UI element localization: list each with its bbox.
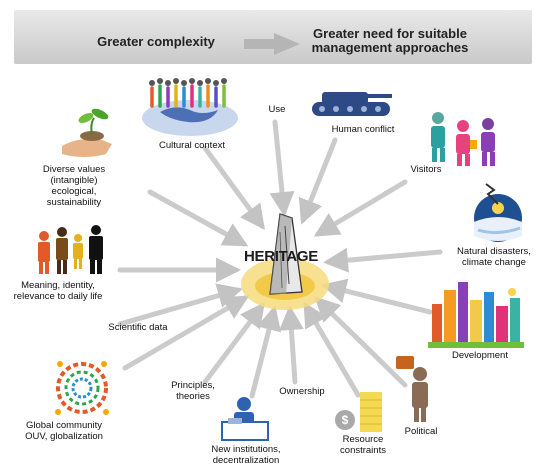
label-human-conflict: Human conflict (331, 124, 395, 135)
label-resource-line-1: Resource (342, 434, 384, 445)
label-global: Global community OUV, globalization (14, 420, 114, 442)
label-values: Diverse values (intangible) ecological, … (28, 164, 120, 208)
arrow-resource (303, 301, 361, 398)
city-skyline-icon (428, 282, 524, 348)
arrow-use (269, 119, 295, 217)
arrow-development (321, 278, 433, 315)
heritage-label: HERITAGE (244, 248, 318, 265)
banner-arrow-icon (244, 33, 300, 55)
label-natural-disasters: Natural disasters, climate change (444, 246, 544, 268)
hand-sprout-icon (62, 108, 112, 157)
tourists-icon (431, 112, 495, 166)
arrow-natural (323, 247, 443, 273)
arrow-scientific (117, 283, 243, 327)
label-resource-line-2: constraints (340, 445, 386, 456)
label-institutions: New institutions, decentralization (196, 444, 296, 466)
dollar-coins-icon: $ (335, 392, 382, 432)
label-meaning: Meaning, identity, relevance to daily li… (4, 280, 112, 302)
banner-left-text: Greater complexity (97, 34, 215, 49)
banner-right-line-1: Greater need for suitable (313, 26, 467, 41)
label-institutions-line-1: New institutions, (211, 444, 281, 455)
desk-worker-icon (221, 397, 269, 441)
label-global-line-2: OUV, globalization (25, 431, 103, 442)
label-natural-line-2: climate change (462, 257, 526, 268)
label-natural-line-1: Natural disasters, (457, 246, 531, 257)
label-visitors: Visitors (410, 164, 442, 175)
label-ownership: Ownership (279, 386, 325, 397)
label-values-line-1: Diverse values (42, 164, 106, 175)
arrow-global (122, 295, 250, 371)
arrow-ownership (278, 305, 304, 385)
label-principles-line-1: Principles, (171, 380, 215, 391)
people-circle-icon (55, 361, 109, 415)
svg-text:$: $ (342, 413, 349, 427)
label-values-line-3: ecological, (51, 186, 97, 197)
label-scientific: Scientific data (108, 322, 168, 333)
arrow-political (314, 296, 408, 388)
label-institutions-line-2: decentralization (212, 455, 280, 466)
arrow-principles (202, 302, 265, 385)
arrow-visitors (313, 179, 408, 237)
label-values-line-2: (intangible) (50, 175, 98, 186)
label-resource: Resource constraints (328, 434, 398, 456)
arrow-cultural (202, 145, 265, 231)
banner-right-line-2: management approaches (311, 40, 469, 55)
label-development: Development (452, 350, 508, 361)
label-cultural-context: Cultural context (158, 140, 225, 151)
globe-people-icon (142, 78, 238, 136)
family-silhouettes-icon (38, 225, 103, 274)
label-use: Use (268, 104, 286, 115)
label-values-line-4: sustainability (46, 197, 102, 208)
label-global-line-1: Global community (25, 420, 103, 431)
arrow-values (147, 189, 249, 247)
banner-right-text: Greater need for suitable management app… (302, 27, 478, 55)
tank-icon (312, 92, 392, 116)
speaking-man-icon (396, 356, 428, 422)
arrow-institutions (249, 305, 282, 399)
complexity-banner: Greater complexity Greater need for suit… (14, 10, 532, 64)
label-meaning-line-1: Meaning, identity, (21, 280, 95, 291)
storm-landscape-icon (474, 183, 522, 242)
label-principles-line-2: theories (176, 391, 210, 402)
label-principles: Principles, theories (158, 380, 228, 402)
arrow-human-conflict (298, 137, 338, 225)
label-political: Political (404, 426, 438, 437)
label-meaning-line-2: relevance to daily life (13, 291, 103, 302)
